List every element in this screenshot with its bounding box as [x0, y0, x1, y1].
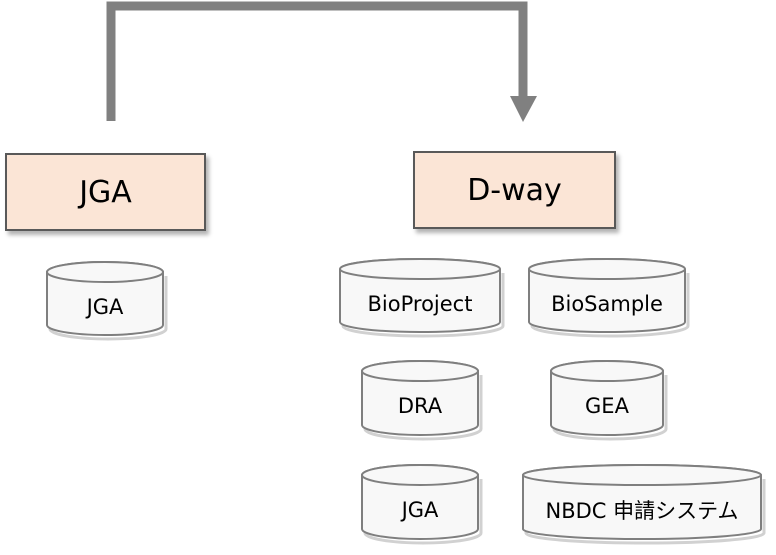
database-label: JGA [86, 294, 124, 319]
database-label: JGA [401, 498, 439, 522]
database-icon [339, 258, 505, 338]
database-label: DRA [397, 394, 443, 418]
database-icon [361, 464, 483, 545]
arrow-head [510, 96, 537, 122]
database-label: GEA [585, 394, 629, 418]
database-icon [361, 360, 483, 441]
group-title: D-way [467, 172, 562, 208]
group-box-jga: JGA [5, 153, 206, 231]
database-label: BioProject [367, 291, 473, 316]
database-label: BioSample [551, 291, 663, 316]
database-icon [46, 261, 168, 341]
database-icon [522, 464, 766, 545]
database-label: NBDC 申請システム [545, 499, 739, 523]
database-icon [550, 360, 668, 441]
group-title: JGA [79, 174, 132, 210]
group-box-dway: D-way [413, 151, 616, 229]
database-icon [528, 258, 690, 338]
arrow-line [106, 1, 528, 121]
